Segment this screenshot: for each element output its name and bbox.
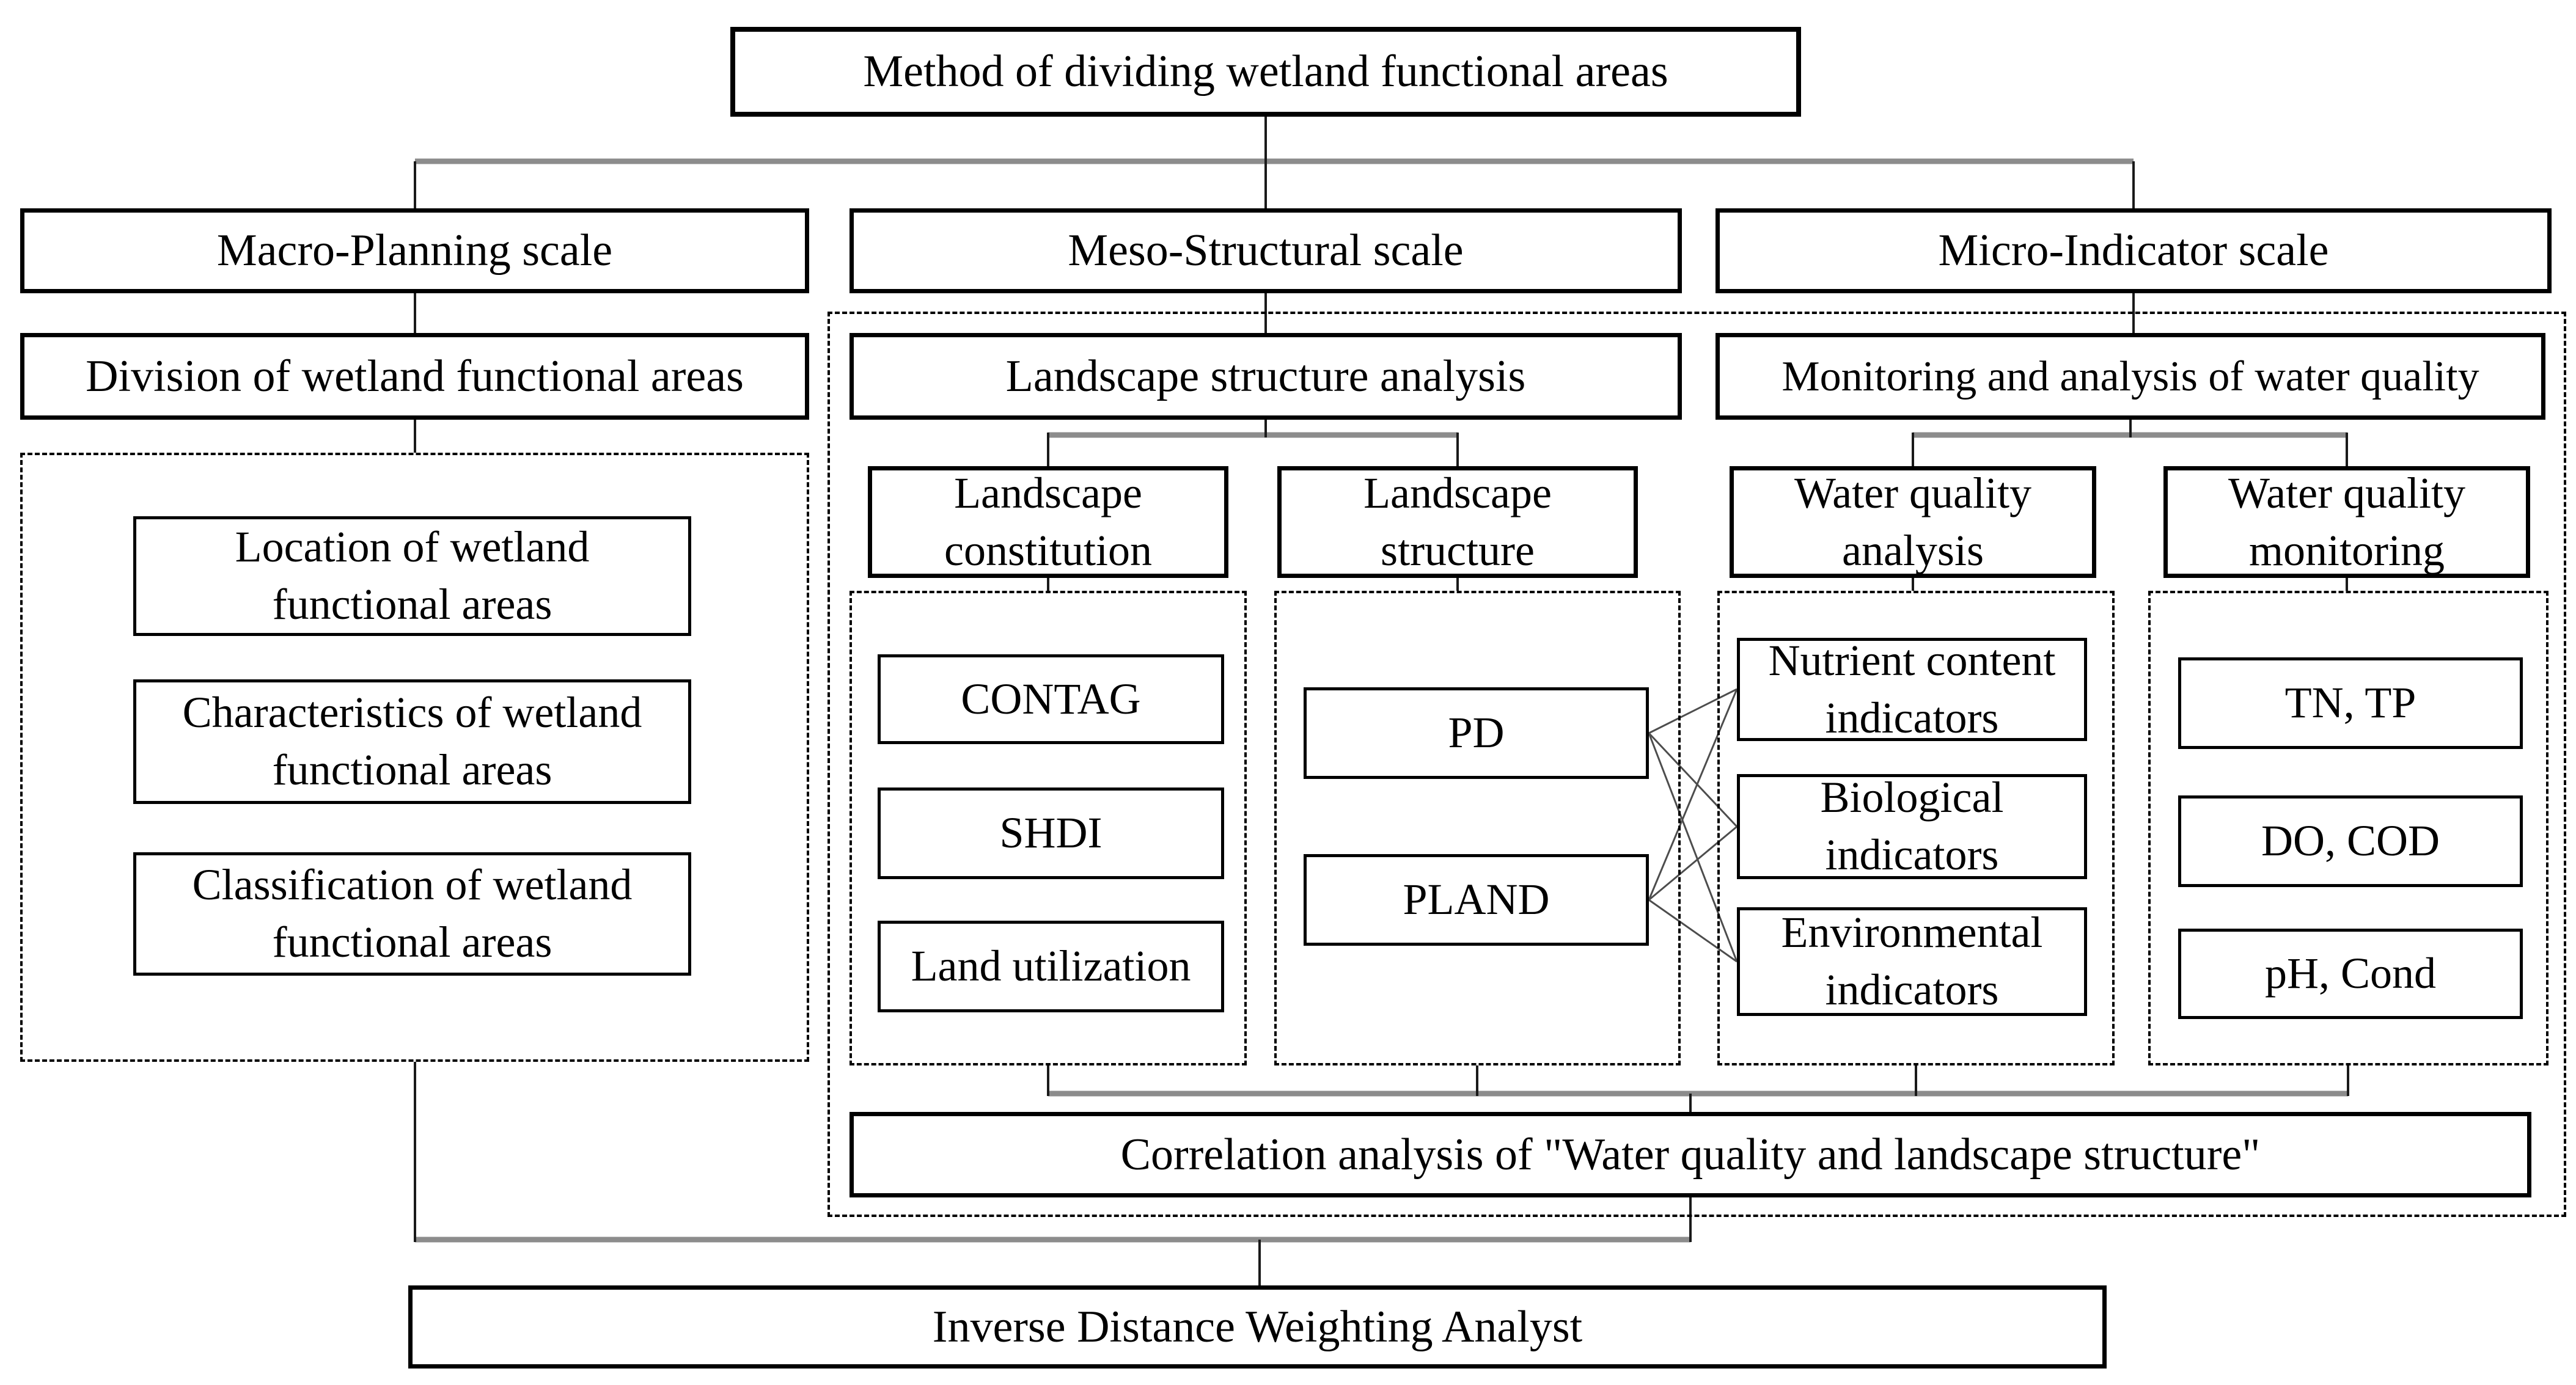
environmental-indicators-node: Environmental indicators [1737, 907, 2087, 1016]
link-pland-biological [1648, 825, 1738, 901]
monitoring-analysis-node: Monitoring and analysis of water quality [1715, 333, 2545, 420]
land-utilization-node: Land utilization [878, 921, 1224, 1012]
idw-analyst-node: Inverse Distance Weighting Analyst [408, 1285, 2107, 1369]
landscape-structure-group [1274, 591, 1681, 1065]
water-quality-monitoring-node: Water quality monitoring [2163, 466, 2530, 578]
nutrient-indicators-node: Nutrient content indicators [1737, 636, 2087, 742]
title-node: Method of dividing wetland functional ar… [730, 27, 1801, 117]
landscape-constitution-group [849, 591, 1247, 1065]
macro-scale-node: Macro-Planning scale [20, 208, 809, 293]
biological-indicators-node: Biological indicators [1737, 773, 2087, 879]
landscape-structure-analysis-node: Landscape structure analysis [849, 333, 1682, 420]
division-node: Division of wetland functional areas [20, 333, 809, 420]
link-pland-environmental [1648, 899, 1738, 963]
characteristics-node: Characteristics of wetland functional ar… [133, 679, 691, 804]
link-pland-nutrient [1648, 689, 1738, 901]
pd-node: PD [1304, 687, 1649, 779]
water-quality-analysis-group [1717, 591, 2115, 1065]
contag-node: CONTAG [878, 654, 1224, 744]
meso-micro-group [827, 312, 2566, 1217]
ph-cond-node: pH, Cond [2178, 929, 2523, 1019]
link-pd-biological [1648, 732, 1738, 828]
meso-scale-node: Meso-Structural scale [849, 208, 1682, 293]
tn-tp-node: TN, TP [2178, 657, 2523, 749]
landscape-structure-node: Landscape structure [1277, 466, 1638, 578]
water-quality-monitoring-group [2148, 591, 2548, 1065]
link-pd-nutrient [1648, 688, 1738, 734]
link-pd-environmental [1648, 733, 1738, 962]
pland-node: PLAND [1304, 854, 1649, 946]
water-quality-analysis-node: Water quality analysis [1730, 466, 2096, 578]
macro-items-group [20, 453, 809, 1062]
do-cod-node: DO, COD [2178, 795, 2523, 887]
shdi-node: SHDI [878, 788, 1224, 879]
classification-node: Classification of wetland functional are… [133, 852, 691, 976]
correlation-analysis-node: Correlation analysis of "Water quality a… [849, 1112, 2531, 1197]
location-node: Location of wetland functional areas [133, 516, 691, 636]
micro-scale-node: Micro-Indicator scale [1715, 208, 2552, 293]
landscape-constitution-node: Landscape constitution [868, 466, 1228, 578]
